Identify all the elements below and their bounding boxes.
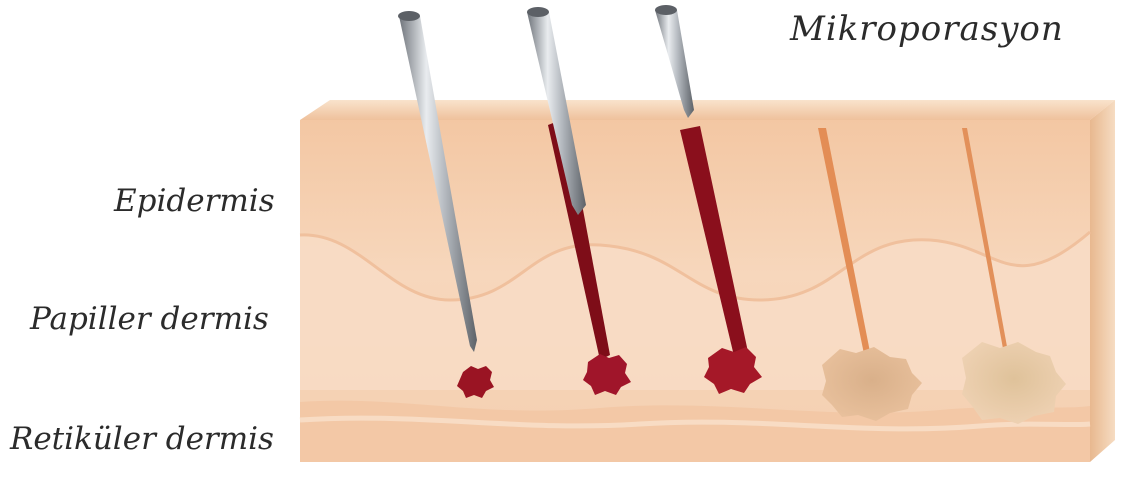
needle-cap-icon [398, 11, 420, 21]
diagram-title: Mikroporasyon [790, 12, 1064, 46]
reticular-dermis-layer [300, 401, 1090, 462]
skin-side-face [1090, 100, 1115, 462]
label-papillary-dermis: Papiller dermis [30, 304, 269, 335]
label-reticular-dermis: Retiküler dermis [10, 424, 274, 455]
label-epidermis: Epidermis [114, 186, 275, 217]
needle-cap-icon [527, 7, 549, 17]
needle-cap-icon [655, 5, 677, 15]
